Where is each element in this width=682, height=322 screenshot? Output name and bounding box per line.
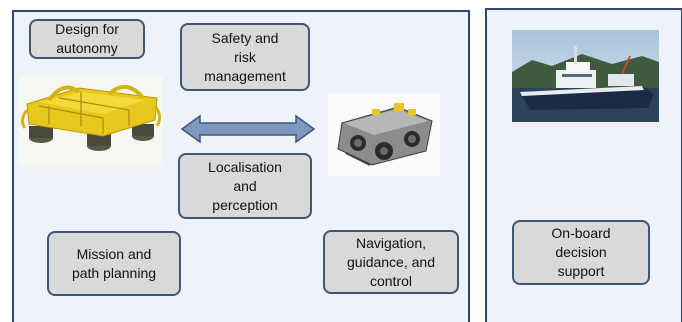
mission-path-planning-box: Mission and path planning [47,231,181,296]
design-for-autonomy-box: Design for autonomy [29,19,145,59]
bidirectional-arrow [180,114,316,144]
safety-risk-management-box: Safety and risk management [180,23,310,91]
ship-image [512,30,659,122]
localisation-perception-box: Localisation and perception [178,153,312,219]
subsea-structure-image [19,76,163,166]
rov-image [328,93,440,176]
onboard-decision-support-box: On-board decision support [512,220,650,285]
navigation-guidance-control-box: Navigation, guidance, and control [323,230,459,294]
